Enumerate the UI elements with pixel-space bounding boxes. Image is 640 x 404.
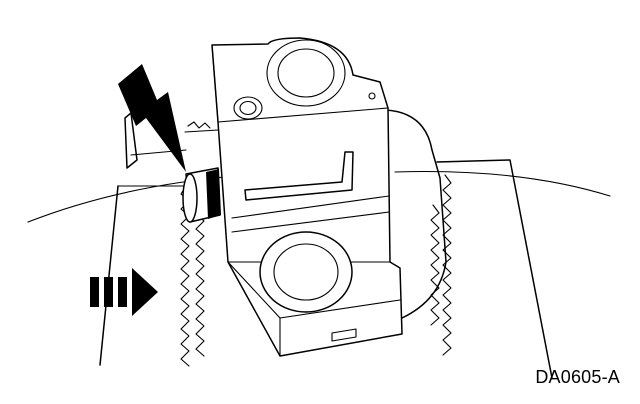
tensioner-pin	[182, 167, 221, 223]
right-timing-belt	[430, 159, 553, 379]
black-lightning-arrow-icon	[118, 64, 186, 172]
allen-wrench	[244, 151, 354, 201]
housing-back	[384, 109, 447, 319]
tensioner-body	[211, 37, 403, 357]
figure-id-label: DA0605-A	[535, 367, 620, 387]
dashed-direction-arrow-icon	[90, 268, 158, 316]
